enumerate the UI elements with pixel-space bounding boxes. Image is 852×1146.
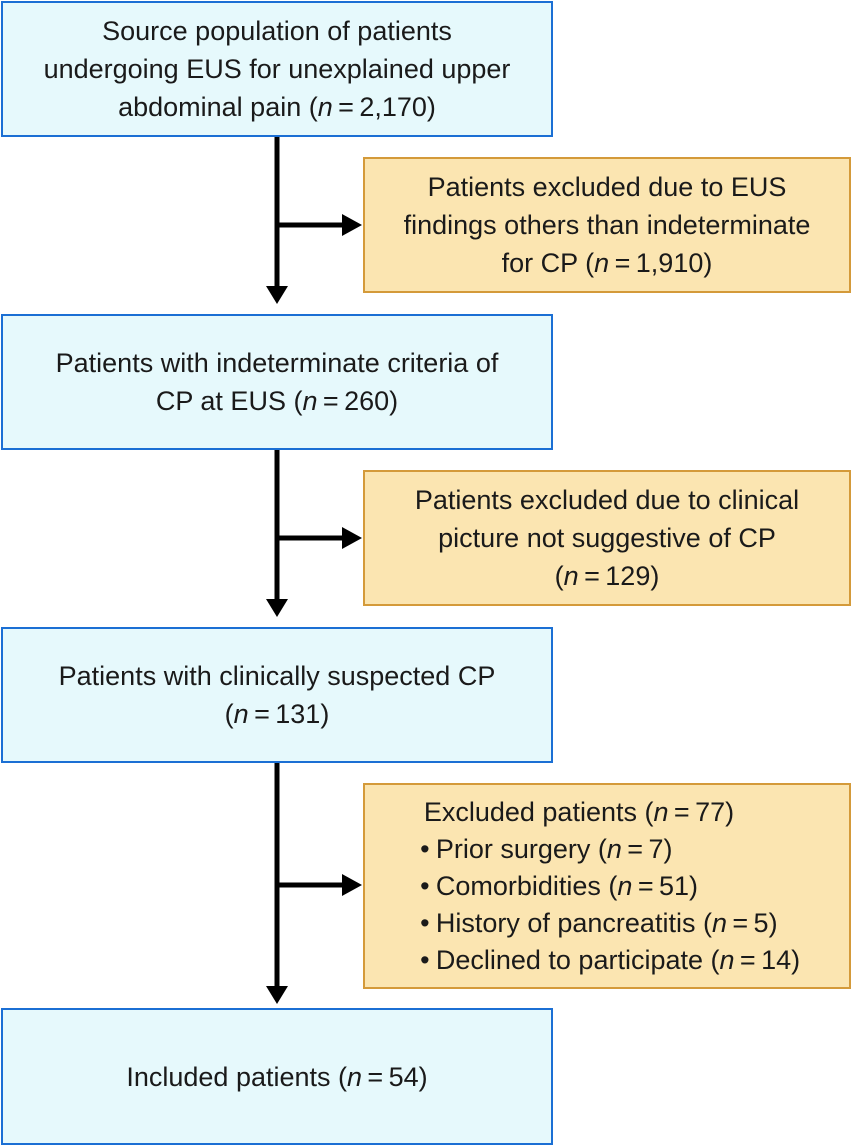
indeterminate-n-symbol: n xyxy=(302,386,318,416)
excluded-2-line-3: (n = 129) xyxy=(415,557,799,595)
item-label: Comorbidities ( xyxy=(435,870,618,901)
indeterminate-count: = 260) xyxy=(317,386,399,416)
excluded-2-n-symbol: n xyxy=(563,561,579,591)
source-n-symbol: n xyxy=(317,92,333,122)
clinically-suspected-box: Patients with clinically suspected CP (n… xyxy=(1,627,553,763)
arrowhead-down-3 xyxy=(266,986,288,1004)
item-n-symbol: n xyxy=(711,907,727,938)
source-population-box: Source population of patients undergoing… xyxy=(1,1,553,137)
excluded-1-line-2: findings others than indeterminate xyxy=(403,210,811,240)
excluded-eus-findings-box: Patients excluded due to EUS findings ot… xyxy=(363,157,851,293)
excluded-item-prior-surgery: •Prior surgery (n = 7) xyxy=(414,831,800,868)
excluded-1-count: = 1,910) xyxy=(609,248,713,278)
source-count: = 2,170) xyxy=(332,92,436,122)
bullet-icon: • xyxy=(420,944,430,975)
included-line-prefix: Included patients ( xyxy=(126,1061,347,1092)
bullet-icon: • xyxy=(420,833,430,864)
excluded-2-line-3-prefix: ( xyxy=(554,561,564,591)
item-count: = 5) xyxy=(726,907,778,938)
indeterminate-line-2: CP at EUS (n = 260) xyxy=(56,382,499,420)
excluded-1-line-1: Patients excluded due to EUS xyxy=(427,172,787,202)
indeterminate-line-2-prefix: CP at EUS ( xyxy=(155,386,303,416)
item-count: = 7) xyxy=(621,833,673,864)
arrowhead-right-3 xyxy=(342,874,362,896)
excluded-2-line-1: Patients excluded due to clinical xyxy=(414,485,800,515)
suspected-count: = 131) xyxy=(248,699,330,729)
excluded-1-n-symbol: n xyxy=(594,248,610,278)
excluded-item-declined: •Declined to participate (n = 14) xyxy=(414,942,800,979)
excluded-3-heading: Excluded patients (n = 77) xyxy=(414,794,800,831)
arrowhead-down-1 xyxy=(266,286,288,304)
excluded-item-pancreatitis-history: •History of pancreatitis (n = 5) xyxy=(414,905,800,942)
item-label: Prior surgery ( xyxy=(435,833,607,864)
excluded-1-line-3-prefix: for CP ( xyxy=(501,248,595,278)
suspected-line-1: Patients with clinically suspected CP xyxy=(58,661,496,691)
arrowhead-down-2 xyxy=(266,599,288,617)
arrowhead-right-2 xyxy=(342,527,362,549)
excluded-3-n-symbol: n xyxy=(653,796,669,827)
item-label: History of pancreatitis ( xyxy=(435,907,712,938)
included-n-symbol: n xyxy=(347,1061,363,1092)
arrowhead-right-1 xyxy=(342,214,362,236)
excluded-1-line-3: for CP (n = 1,910) xyxy=(404,244,811,282)
source-line-1: Source population of patients xyxy=(102,16,452,46)
excluded-3-count: = 77) xyxy=(668,796,735,827)
bullet-icon: • xyxy=(420,907,430,938)
source-line-3: abdominal pain (n = 2,170) xyxy=(44,88,511,126)
indeterminate-line-1: Patients with indeterminate criteria of xyxy=(55,348,499,378)
excluded-2-count: = 129) xyxy=(578,561,660,591)
included-line: Included patients (n = 54) xyxy=(126,1058,427,1096)
excluded-patients-box: Excluded patients (n = 77) •Prior surger… xyxy=(363,783,851,989)
item-n-symbol: n xyxy=(617,870,633,901)
excluded-3-heading-prefix: Excluded patients ( xyxy=(423,796,654,827)
item-n-symbol: n xyxy=(606,833,622,864)
excluded-item-comorbidities: •Comorbidities (n = 51) xyxy=(414,868,800,905)
source-line-3-prefix: abdominal pain ( xyxy=(118,92,318,122)
indeterminate-criteria-box: Patients with indeterminate criteria of … xyxy=(1,314,553,450)
source-line-2: undergoing EUS for unexplained upper xyxy=(43,54,511,84)
included-patients-box: Included patients (n = 54) xyxy=(1,1008,553,1145)
excluded-patients-list: Excluded patients (n = 77) •Prior surger… xyxy=(414,794,800,979)
item-count: = 14) xyxy=(734,944,801,975)
item-n-symbol: n xyxy=(719,944,735,975)
suspected-n-symbol: n xyxy=(233,699,249,729)
bullet-icon: • xyxy=(420,870,430,901)
included-count: = 54) xyxy=(362,1061,428,1092)
excluded-clinical-picture-box: Patients excluded due to clinical pictur… xyxy=(363,470,851,606)
item-label: Declined to participate ( xyxy=(435,944,720,975)
suspected-line-2: (n = 131) xyxy=(59,695,496,733)
excluded-2-line-2: picture not suggestive of CP xyxy=(438,523,776,553)
suspected-line-2-prefix: ( xyxy=(224,699,234,729)
item-count: = 51) xyxy=(632,870,699,901)
